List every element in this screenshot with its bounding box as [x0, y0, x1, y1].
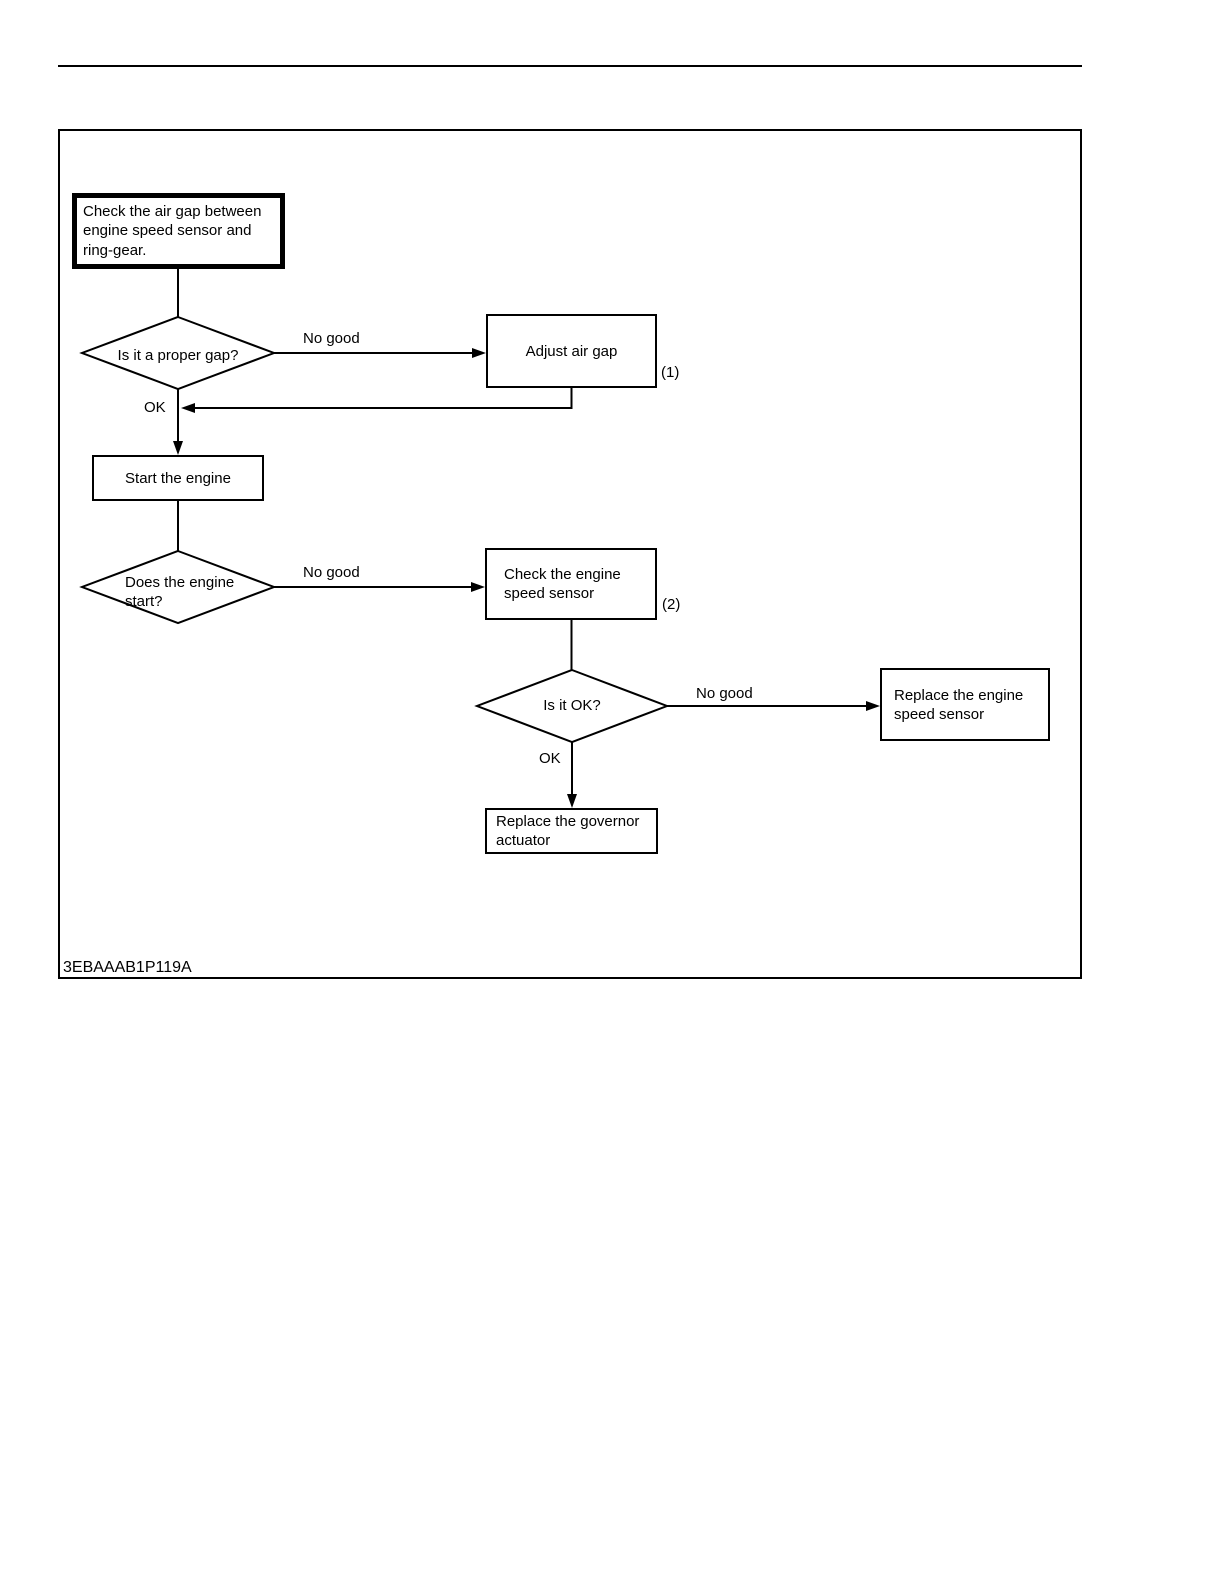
step-reference-1: (1): [661, 364, 680, 381]
node-replace-speed-sensor: Replace the engine speed sensor: [880, 668, 1050, 741]
node-adjust-air-gap-label: Adjust air gap: [525, 342, 618, 360]
node-check-speed-sensor-label: Check the engine speed sensor: [504, 566, 621, 602]
decision-is-it-ok-label: Is it OK?: [543, 697, 601, 714]
step-reference-2: (2): [662, 596, 681, 613]
decision-is-proper-gap-label: Is it a proper gap?: [117, 347, 239, 364]
edge-label-no-good-2: No good: [303, 564, 360, 581]
node-replace-governor-label: Replace the governor actuator: [496, 813, 640, 849]
decision-does-engine-start-label: Does the engine start?: [125, 574, 235, 610]
edge-label-no-good-1: No good: [303, 330, 360, 347]
node-adjust-air-gap: Adjust air gap: [486, 314, 657, 388]
node-replace-speed-sensor-label: Replace the engine speed sensor: [894, 686, 1024, 723]
figure-frame: [58, 129, 1082, 979]
node-check-air-gap-label: Check the air gap between engine speed s…: [83, 202, 262, 259]
figure-code: 3EBAAAB1P119A: [63, 959, 192, 976]
edge-label-ok-1: OK: [144, 399, 166, 416]
node-check-speed-sensor: Check the engine speed sensor: [485, 548, 657, 620]
edge-label-ok-2: OK: [539, 750, 561, 767]
node-check-air-gap: Check the air gap between engine speed s…: [72, 193, 285, 269]
page-top-rule: [58, 65, 1082, 67]
node-start-engine-label: Start the engine: [125, 469, 231, 487]
node-start-engine: Start the engine: [92, 455, 264, 501]
node-replace-governor: Replace the governor actuator: [485, 808, 658, 854]
edge-label-no-good-3: No good: [696, 685, 753, 702]
